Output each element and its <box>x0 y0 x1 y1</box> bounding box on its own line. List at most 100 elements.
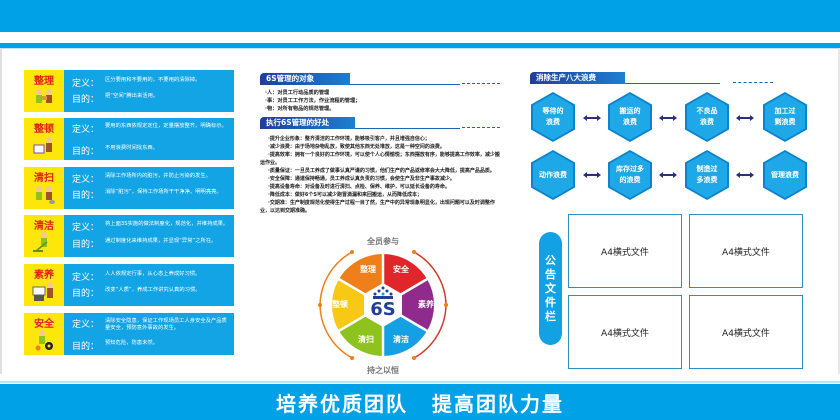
card-body: 定义：区分要用和不要用的，不要用的清除掉。 目的：把“空间”腾出来活用。 <box>64 70 234 112</box>
card-title: 清洁 <box>34 221 54 232</box>
definition-text: 将上面3S实施的做法制度化，规范化，并维持成果。 <box>105 221 229 227</box>
waste-label: 不良品 浪费 <box>687 94 727 140</box>
sweeping-worker-icon <box>33 232 48 252</box>
card-title: 素养 <box>34 270 54 281</box>
waste-hex: 等待的 浪费 <box>531 92 575 142</box>
card-title: 整顿 <box>34 124 54 135</box>
purpose-label: 目的： <box>72 95 100 105</box>
section-underline <box>350 84 460 85</box>
document-slot[interactable]: A4横式文件 <box>568 295 682 369</box>
section-dotted-line <box>462 83 500 84</box>
objects-item: ·事：对员工工作方法，作业流程的管理； <box>265 98 361 104</box>
benefit-item: ·交期准：生产制度规范化使得生产过程一目了然，生产中的异常现象明显化，出现问题可… <box>260 200 495 214</box>
waste-hex: 制造过 多浪费 <box>685 150 729 200</box>
definition-label: 定义： <box>72 175 100 185</box>
document-slot[interactable]: A4横式文件 <box>689 214 803 288</box>
definition-text: 人人依规定行事，从心态上养成好习惯。 <box>105 271 201 277</box>
purpose-text: 把“空间”腾出来活用。 <box>105 93 159 99</box>
waste-label: 管理浪费 <box>765 152 805 198</box>
benefit-item: ·提升企业形象：整齐清洁的工作环境，能够吸引客户，并且增强自信心； <box>268 136 430 142</box>
sixs-card-seiton: 整顿 定义： 要用的东西依规定定位，定量摆放整齐，明确标示。 目的： 不用浪费时间找… <box>24 118 234 160</box>
purpose-text: 改变“人质”，养成工作讲究认真的习惯。 <box>105 287 201 293</box>
section-underline <box>355 128 460 129</box>
section-dotted-line <box>733 82 773 83</box>
double-arrow-icon <box>736 172 754 178</box>
bottom-banner <box>0 384 840 420</box>
waste-label: 等待的 浪费 <box>533 94 573 140</box>
waste-hex: 搬运的 浪费 <box>608 92 652 142</box>
benefit-item: ·质量保证：一旦员工养成了做事认真严谨的习惯，他们生产的产品返修率会大大降低，提… <box>268 168 495 174</box>
waste-label: 制造过 多浪费 <box>687 152 727 198</box>
sixs-card-seiketsu: 清洁 定义：将上面3S实施的做法制度化，规范化，并维持成果。 目的：通过制度化来… <box>24 215 234 257</box>
card-body: 定义：清除工作场所内的脏污，并防止污染的发生。 目的：消除“脏污”，保持工作场所… <box>64 167 234 209</box>
workers-icon <box>36 89 52 103</box>
top-stripe <box>0 43 840 48</box>
slogan: 培养优质团队 提高团队力量 <box>0 384 840 420</box>
purpose-label: 目的： <box>72 342 100 352</box>
double-arrow-icon <box>583 172 601 178</box>
wheel-center-label: 6S <box>370 299 396 320</box>
waste-hex: 加工过 剩浪费 <box>763 92 807 142</box>
purpose-label: 目的： <box>72 147 100 157</box>
waste-label: 搬运的 浪费 <box>610 94 650 140</box>
objects-list: ·人：对员工行动品质的管理 ·事：对员工工作方法，作业流程的管理； ·物：对所有… <box>265 89 360 113</box>
gear-worker-icon <box>35 330 53 351</box>
notice-title-char: 件 <box>545 295 556 309</box>
benefit-item: ·提高设备寿命：对设备及时进行清扫、点检、保养、维护，可以延长设备的寿命。 <box>268 184 450 190</box>
notice-title-char: 文 <box>545 281 556 295</box>
benefits-list: ·提升企业形象：整齐清洁的工作环境，能够吸引客户，并且增强自信心； ·减少浪费：… <box>260 135 500 215</box>
benefit-item: ·减少浪费：由于场地杂物乱放，致使其他东西无处堆放，这是一种空间的浪费。 <box>268 144 445 150</box>
double-arrow-icon <box>659 115 677 121</box>
sixs-card-seiri: 整理 定义：区分要用和不要用的，不要用的清除掉。 目的：把“空间”腾出来活用。 <box>24 70 234 112</box>
waste-hex: 管理浪费 <box>763 150 807 200</box>
purpose-text: 通过制度化来维持成果，并显现“异常”之所在。 <box>105 238 217 244</box>
sixs-card-safety: 安全 定义：清除安全隐患，保证工作现场员工人身安全及产品质量安全，预防意外事故的… <box>24 313 234 355</box>
wheel-segment-safety: 安全 <box>393 265 409 274</box>
waste-label: 库存过多 的浪费 <box>610 152 650 198</box>
wheel-segment-seiso: 清扫 <box>358 335 374 344</box>
section-dotted-line <box>462 127 500 128</box>
card-illustration: 整顿 <box>24 118 64 160</box>
section-underline <box>625 83 720 84</box>
sixs-card-shitsuke: 素养 定义：人人依规定行事，从心态上养成好习惯。 目的：改变“人质”，养成工作讲… <box>24 264 234 306</box>
purpose-label: 目的： <box>72 289 100 299</box>
card-title: 安全 <box>34 319 54 330</box>
document-slot[interactable]: A4横式文件 <box>568 214 682 288</box>
benefit-item: ·降低成本：做好6个S可以减少跑冒滴漏和来回搬运，从而降低成本； <box>268 192 422 198</box>
definition-label: 定义： <box>72 79 100 89</box>
card-body: 定义：将上面3S实施的做法制度化，规范化，并维持成果。 目的：通过制度化来维持成… <box>64 215 234 257</box>
card-illustration: 清扫 <box>24 167 64 209</box>
waste-label: 动作浪费 <box>533 152 573 198</box>
objects-section-title: 6S管理的对象 <box>260 73 350 85</box>
definition-text: 清除安全隐患，保证工作现场员工人身安全及产品质量安全，预防意外事故的发生。 <box>105 318 227 331</box>
card-title: 整理 <box>34 76 54 87</box>
card-illustration: 整理 <box>24 70 64 112</box>
notice-board-title: 公 告 文 件 栏 <box>539 232 562 345</box>
definition-text: 要用的东西依规定定位，定量摆放整齐，明确标示。 <box>105 123 227 129</box>
waste-hex: 不良品 浪费 <box>685 92 729 142</box>
definition-label: 定义： <box>72 125 100 135</box>
purpose-text: 不用浪费时间找东西。 <box>105 145 158 151</box>
purpose-label: 目的： <box>72 191 100 201</box>
double-arrow-icon <box>583 115 601 121</box>
benefit-item: ·安全保障：通道保持畅通，员工养成认真负责的习惯，会使生产及非生产事故减少。 <box>268 176 455 182</box>
notice-title-char: 栏 <box>545 309 556 323</box>
benefits-section-title: 执行6S管理的好处 <box>260 117 355 129</box>
presenter-icon <box>32 282 53 301</box>
double-arrow-icon <box>736 115 754 121</box>
top-banner-cut <box>243 32 840 43</box>
double-arrow-icon <box>659 172 677 178</box>
waste-hex: 动作浪费 <box>531 150 575 200</box>
definition-label: 定义： <box>72 223 100 233</box>
card-body: 定义：清除安全隐患，保证工作现场员工人身安全及产品质量安全，预防意外事故的发生。… <box>64 313 234 355</box>
document-slot[interactable]: A4横式文件 <box>689 295 803 369</box>
objects-item: ·物：对所有物品的规范管理。 <box>265 106 335 112</box>
bottom-divider <box>0 381 840 383</box>
wheel-segment-seiton: 整顿 <box>332 300 348 309</box>
right-edge <box>838 48 840 374</box>
purpose-text: 消除“脏污”，保持工作场所干干净净、明明亮亮。 <box>105 189 222 195</box>
waste-label: 加工过 剩浪费 <box>765 94 805 140</box>
wheel-graphic <box>318 250 448 360</box>
wheel-segment-seiketsu: 清洁 <box>393 335 409 344</box>
team-icon <box>373 286 393 299</box>
